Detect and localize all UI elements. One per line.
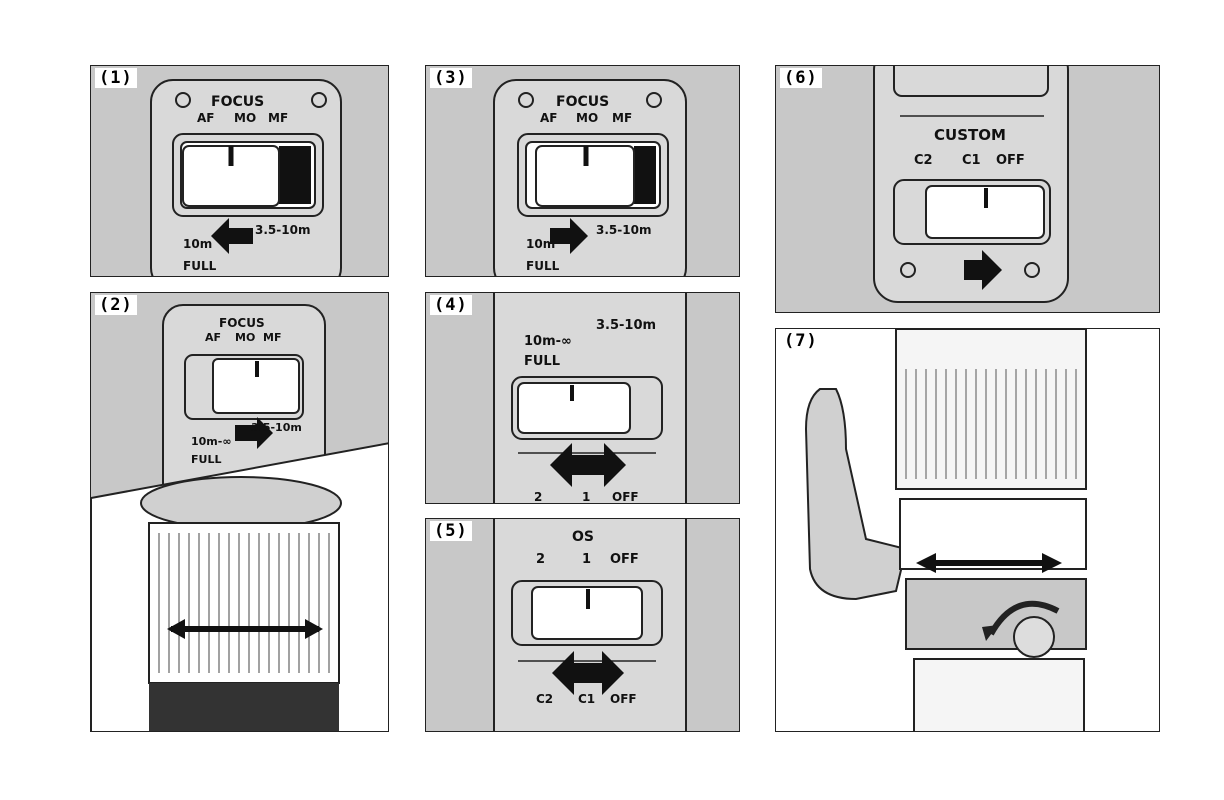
range-left: 10m-∞ <box>191 435 232 448</box>
arrow-right-icon <box>550 218 588 254</box>
mode-af: AF <box>197 111 214 125</box>
custom-c2: C2 <box>914 153 933 168</box>
range-full: FULL <box>191 453 221 466</box>
panel-label: (1) <box>95 68 137 88</box>
mode-mf: MF <box>268 111 288 125</box>
os-2: 2 <box>536 552 545 567</box>
mode-af: AF <box>205 331 221 344</box>
double-arrow-icon <box>550 443 626 487</box>
focus-title: FOCUS <box>211 94 264 110</box>
range-full: FULL <box>526 259 560 273</box>
custom-off: OFF <box>996 153 1025 168</box>
range-right: 3.5-10m <box>596 223 651 237</box>
focus-title: FOCUS <box>219 316 265 330</box>
mode-mo: MO <box>576 111 598 125</box>
os-2: 2 <box>534 490 542 504</box>
custom-c1: C1 <box>962 153 981 168</box>
os-1: 1 <box>582 552 591 567</box>
range-full: FULL <box>183 259 217 273</box>
panel-3: (3) FOCUS AF MO MF 10m 3.5-10m FULL <box>425 65 740 277</box>
custom-c2: C2 <box>536 692 553 706</box>
double-arrow-icon <box>552 651 624 695</box>
focus-title: FOCUS <box>556 94 609 110</box>
panel-2: (2) FOCUS AF MO MF 10m-∞ 3.5-10m FULL <box>90 292 389 732</box>
mode-af: AF <box>540 111 557 125</box>
arrow-right-icon <box>964 250 1002 290</box>
panel-7: (7) <box>775 328 1160 732</box>
panel-6: (6) CUSTOM C2 C1 OFF <box>775 65 1160 313</box>
mode-mf: MF <box>612 111 632 125</box>
panel-label: (2) <box>95 295 137 315</box>
range-left: 10m <box>526 237 555 251</box>
mode-mo: MO <box>234 111 256 125</box>
panel-label: (4) <box>430 295 472 315</box>
range-full: FULL <box>524 354 560 369</box>
panel-5: (5) OS 2 1 OFF C2 C1 OFF <box>425 518 740 732</box>
custom-c1: C1 <box>578 692 595 706</box>
mode-mo: MO <box>235 331 255 344</box>
panel-4: (4) 10m-∞ 3.5-10m FULL 2 1 OFF <box>425 292 740 504</box>
os-title: OS <box>572 529 594 545</box>
arrow-left-icon <box>211 218 253 254</box>
range-left: 10m <box>183 237 212 251</box>
panel-label: (3) <box>430 68 472 88</box>
arrow-right-icon <box>235 417 273 449</box>
os-off: OFF <box>612 490 639 504</box>
panel-1: (1) FOCUS AF MO MF 10m 3.5-10m FULL <box>90 65 389 277</box>
range-right: 3.5-10m <box>255 223 310 237</box>
panel-label: (5) <box>430 521 472 541</box>
panel-label: (7) <box>780 331 822 351</box>
range-right: 3.5-10m <box>596 318 656 333</box>
mode-mf: MF <box>263 331 281 344</box>
custom-off: OFF <box>610 692 637 706</box>
custom-title: CUSTOM <box>934 126 1006 144</box>
os-1: 1 <box>582 490 590 504</box>
range-left: 10m-∞ <box>524 334 572 349</box>
range-right: 3.5-10m <box>251 421 302 434</box>
os-off: OFF <box>610 552 639 567</box>
panel-label: (6) <box>780 68 822 88</box>
